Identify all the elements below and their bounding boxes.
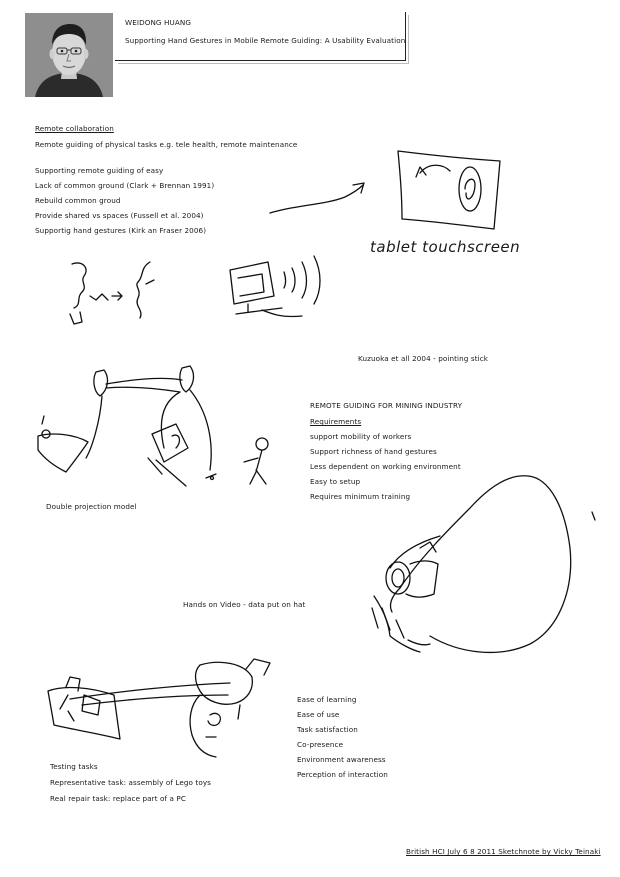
intro-line: Rebuild common groud	[35, 196, 121, 205]
evaluation-measure: Task satisfaction	[297, 725, 358, 734]
talk-title: Supporting Hand Gestures in Mobile Remot…	[125, 36, 406, 45]
intro-line: Supportig hand gestures (Kirk an Fraser …	[35, 226, 207, 235]
mining-requirement: Support richness of hand gestures	[310, 447, 437, 456]
evaluation-measure: Co-presence	[297, 740, 344, 749]
evaluation-measure: Perception of interaction	[297, 770, 388, 779]
intro-line: Lack of common ground (Clark + Brennan 1…	[35, 181, 215, 190]
header-box	[115, 12, 406, 61]
mining-title: REMOTE GUIDING FOR MINING INDUSTRY	[310, 401, 463, 410]
mining-requirement: Less dependent on working environment	[310, 462, 461, 471]
testing-line: Representative task: assembly of Lego to…	[50, 778, 212, 787]
gesture-faces-sketch	[69, 261, 155, 325]
arrow-to-tablet-sketch	[269, 182, 365, 214]
testing-heading: Testing tasks	[50, 762, 98, 771]
hard-hat-projector-sketch	[371, 475, 596, 653]
header-box-shadow	[118, 15, 409, 64]
tablet-sketch	[397, 150, 501, 230]
intro-heading: Remote collaboration	[35, 124, 114, 133]
footer-credit: British HCI July 6 8 2011 Sketchnote by …	[406, 847, 601, 856]
evaluation-measure: Ease of use	[297, 710, 340, 719]
intro-line: Supporting remote guiding of easy	[35, 166, 164, 175]
helmet-projection-sketch	[47, 658, 271, 758]
mining-requirement: Requires minimum training	[310, 492, 411, 501]
tablet-label: tablet touchscreen	[370, 238, 521, 256]
mining-requirement: Easy to setup	[310, 477, 361, 486]
kuzuoka-label: Kuzuoka et all 2004 - pointing stick	[358, 354, 489, 363]
evaluation-measure: Environment awareness	[297, 755, 386, 764]
monitor-sketch	[229, 255, 321, 318]
intro-line: Provide shared vs spaces (Fussell et al.…	[35, 211, 204, 220]
evaluation-measure: Ease of learning	[297, 695, 357, 704]
speaker-name: WEIDONG HUANG	[125, 18, 192, 27]
testing-line: Real repair task: replace part of a PC	[50, 794, 186, 803]
double-projection-label: Double projection model	[46, 502, 137, 511]
mining-requirements-heading: Requirements	[310, 417, 362, 426]
intro-line: Remote guiding of physical tasks e.g. te…	[35, 140, 298, 149]
speaker-photo	[25, 13, 113, 97]
speaker-portrait-image	[25, 13, 113, 97]
double-projection-sketch	[37, 365, 269, 487]
mining-requirement: support mobility of workers	[310, 432, 412, 441]
hands-on-video-label: Hands on Video - data put on hat	[183, 600, 306, 609]
